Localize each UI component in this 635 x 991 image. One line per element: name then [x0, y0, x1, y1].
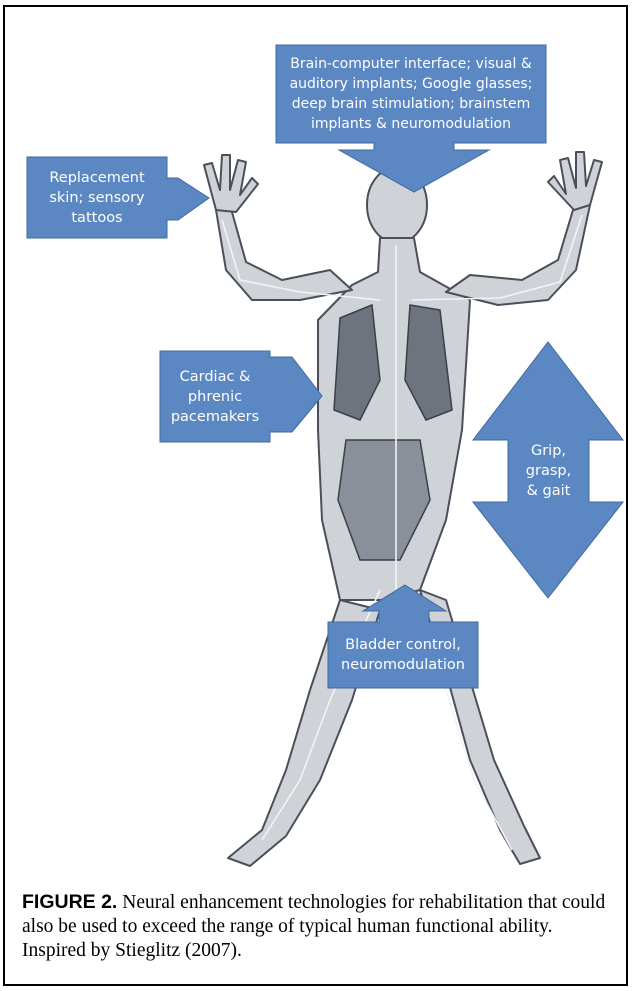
bladder-callout-text: Bladder control, neuromodulation	[328, 622, 478, 688]
figure-left-arm	[216, 205, 352, 300]
figure-left-hand	[204, 155, 258, 212]
cardiac-callout-text: Cardiac & phrenic pacemakers	[160, 351, 270, 442]
figure-right-arm	[446, 200, 590, 305]
figure-caption: FIGURE 2. Neural enhancement technologie…	[22, 890, 612, 963]
figure-label: FIGURE 2.	[22, 891, 117, 913]
figure-right-hand	[548, 152, 602, 210]
grip-callout-text: Grip, grasp, & gait	[508, 440, 589, 502]
skin-callout-text: Replacement skin; sensory tattoos	[27, 157, 167, 238]
brain-callout-text: Brain-computer interface; visual & audit…	[276, 45, 546, 143]
